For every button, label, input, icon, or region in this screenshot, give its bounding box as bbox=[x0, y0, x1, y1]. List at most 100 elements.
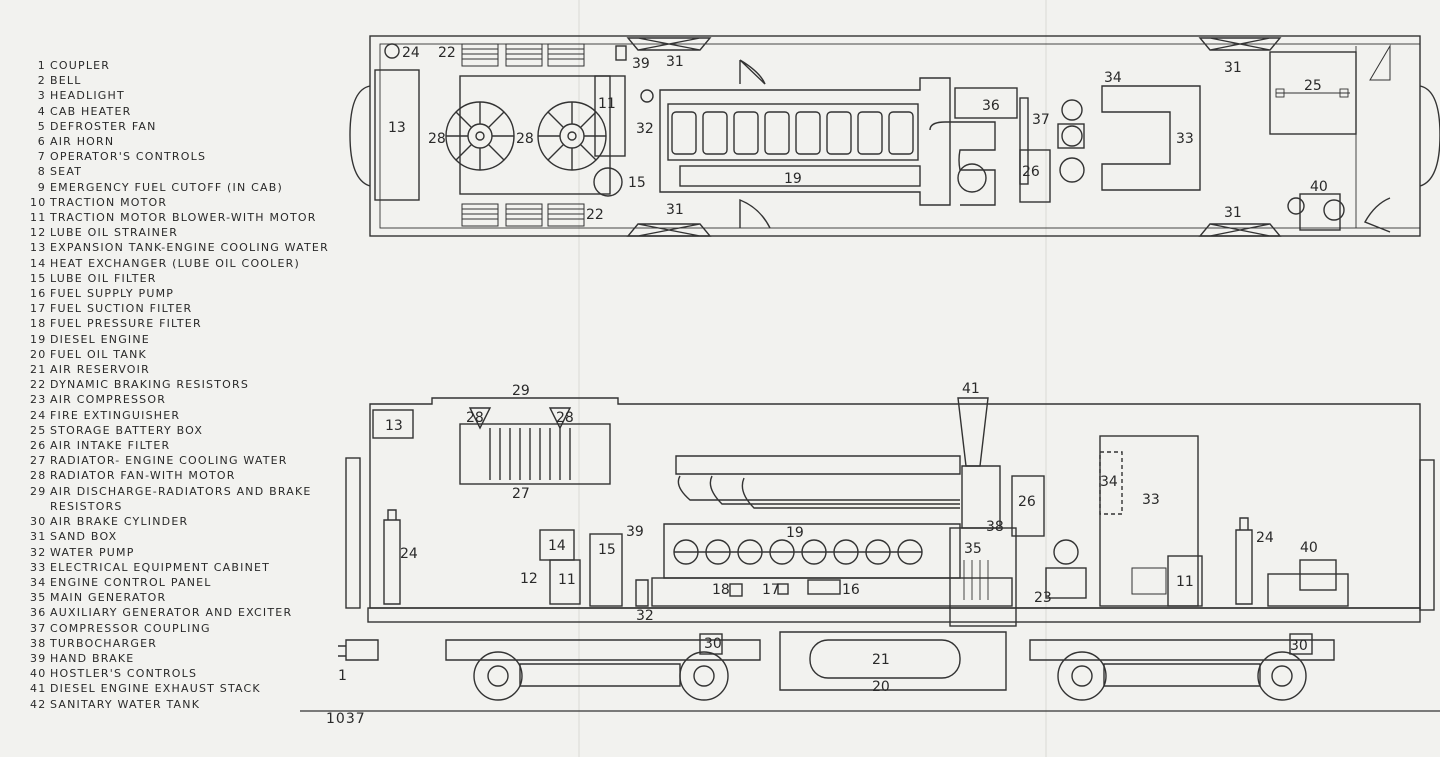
legend-item-number: 29 bbox=[30, 484, 47, 498]
legend-item-text: HOSTLER'S CONTROLS bbox=[50, 667, 198, 681]
legend-item-number: 19 bbox=[30, 332, 47, 346]
legend-item-number: 2 bbox=[37, 74, 46, 88]
plan-label-32: 32 bbox=[636, 121, 654, 137]
legend-item-text: AIR INTAKE FILTER bbox=[50, 439, 171, 453]
legend-item-number: 27 bbox=[30, 454, 47, 468]
plan-label-22-bottom: 22 bbox=[586, 207, 604, 223]
plan-view bbox=[349, 35, 1440, 237]
elev-label-1: 1 bbox=[338, 668, 347, 684]
elevation-underframe bbox=[367, 607, 1421, 623]
elev-label-39: 39 bbox=[626, 524, 644, 540]
legend-item-number: 39 bbox=[30, 651, 47, 665]
plan-door-swing-3 bbox=[1369, 44, 1391, 81]
plan-compressor-coupling bbox=[1019, 97, 1085, 185]
elev-label-24-right: 24 bbox=[1256, 530, 1274, 546]
legend-item-number: 4 bbox=[37, 104, 46, 118]
plan-label-34: 34 bbox=[1104, 70, 1122, 86]
plan-label-31-bottom-right: 31 bbox=[1224, 205, 1242, 221]
legend-item-number: 35 bbox=[30, 591, 47, 605]
elev-label-12: 12 bbox=[520, 571, 538, 587]
legend-item-number: 9 bbox=[37, 180, 46, 194]
legend-item-text: FUEL OIL TANK bbox=[50, 347, 147, 361]
legend-item-text: RADIATOR FAN-WITH MOTOR bbox=[50, 469, 236, 483]
elevation-labels: 29 41 13 28 28 27 34 33 26 24 24 40 39 1… bbox=[338, 381, 1318, 695]
plan-sand-box-2 bbox=[1198, 37, 1282, 51]
legend-item-text: COMPRESSOR COUPLING bbox=[50, 621, 211, 635]
plan-water-pump bbox=[640, 89, 654, 103]
elevation-coupler bbox=[338, 639, 379, 661]
plan-door-swing-4 bbox=[1364, 197, 1391, 233]
legend-item-text: TRACTION MOTOR BLOWER-WITH MOTOR bbox=[50, 211, 317, 225]
plan-labels: 24 22 39 31 31 34 25 13 28 28 11 32 36 3… bbox=[388, 45, 1328, 223]
legend-item-number: 42 bbox=[30, 697, 47, 711]
elevation-engine-base bbox=[651, 577, 1013, 607]
elev-label-26: 26 bbox=[1018, 494, 1036, 510]
legend-item-text: FUEL PRESSURE FILTER bbox=[50, 317, 202, 331]
legend-item-text: AIR RESERVOIR bbox=[50, 363, 150, 377]
legend-item-text: HAND BRAKE bbox=[50, 651, 135, 665]
legend-item-text: AIR COMPRESSOR bbox=[50, 393, 167, 407]
plan-sand-box-1 bbox=[626, 37, 712, 51]
legend-item-text: BELL bbox=[50, 74, 82, 88]
elev-label-35: 35 bbox=[964, 541, 982, 557]
legend-item-number: 15 bbox=[30, 271, 47, 285]
legend-item-text: HEADLIGHT bbox=[50, 89, 125, 103]
legend-item-text: EMERGENCY FUEL CUTOFF (IN CAB) bbox=[50, 180, 283, 194]
elev-label-19: 19 bbox=[786, 525, 804, 541]
plan-fire-extinguisher bbox=[384, 43, 400, 59]
legend-item-text: SEAT bbox=[50, 165, 83, 179]
legend-item-number: 24 bbox=[30, 408, 47, 422]
elev-label-33: 33 bbox=[1142, 492, 1160, 508]
elevation-exhaust-stack bbox=[957, 397, 989, 467]
elevation-air-intake-filter bbox=[1011, 475, 1045, 537]
elevation-engine-control-panel bbox=[1099, 451, 1123, 515]
elevation-diesel-engine bbox=[663, 455, 961, 579]
legend-item-number: 3 bbox=[37, 89, 46, 103]
plan-label-39: 39 bbox=[632, 56, 650, 72]
legend-item-number: 33 bbox=[30, 560, 47, 574]
plan-label-22-top: 22 bbox=[438, 45, 456, 61]
plan-label-19: 19 bbox=[784, 171, 802, 187]
elevation-blower-left bbox=[549, 559, 581, 605]
plan-air-intake-filter bbox=[1019, 149, 1051, 203]
legend-item-text: AIR HORN bbox=[50, 135, 115, 149]
plan-label-24: 24 bbox=[402, 45, 420, 61]
elevation-lube-oil-filter bbox=[589, 533, 623, 607]
legend-item-number: 34 bbox=[30, 575, 47, 589]
plan-blower bbox=[594, 75, 626, 157]
legend-item-text: FUEL SUCTION FILTER bbox=[50, 302, 193, 316]
legend-item-text: LUBE OIL FILTER bbox=[50, 271, 157, 285]
plan-label-31-top-left: 31 bbox=[666, 54, 684, 70]
plan-end-right bbox=[1419, 85, 1440, 187]
legend-item-number: 21 bbox=[30, 363, 47, 377]
plan-hand-brake bbox=[615, 45, 627, 61]
legend-item-number: 36 bbox=[30, 606, 47, 620]
plan-label-13: 13 bbox=[388, 120, 406, 136]
elevation-view bbox=[300, 397, 1440, 712]
legend-item-text: AIR DISCHARGE-RADIATORS AND BRAKE bbox=[50, 484, 312, 498]
legend-item-number: 30 bbox=[30, 515, 47, 529]
elevation-blower-right bbox=[1167, 555, 1203, 607]
plan-radiator-fan-1 bbox=[445, 101, 515, 171]
plan-door-swing-2 bbox=[739, 198, 771, 229]
legend-item-text: SAND BOX bbox=[50, 530, 118, 544]
elev-label-29: 29 bbox=[512, 383, 530, 399]
plan-door-swing-1 bbox=[739, 59, 766, 85]
plan-expansion-tank bbox=[374, 69, 420, 201]
legend-item-number: 10 bbox=[30, 195, 47, 209]
elevation-water-pump bbox=[635, 579, 649, 607]
elevation-end-left bbox=[345, 457, 361, 609]
plan-resistors-top bbox=[461, 43, 585, 67]
elev-label-24-left: 24 bbox=[400, 546, 418, 562]
legend-item-number: 7 bbox=[37, 150, 46, 164]
elevation-main-generator bbox=[949, 527, 1017, 627]
